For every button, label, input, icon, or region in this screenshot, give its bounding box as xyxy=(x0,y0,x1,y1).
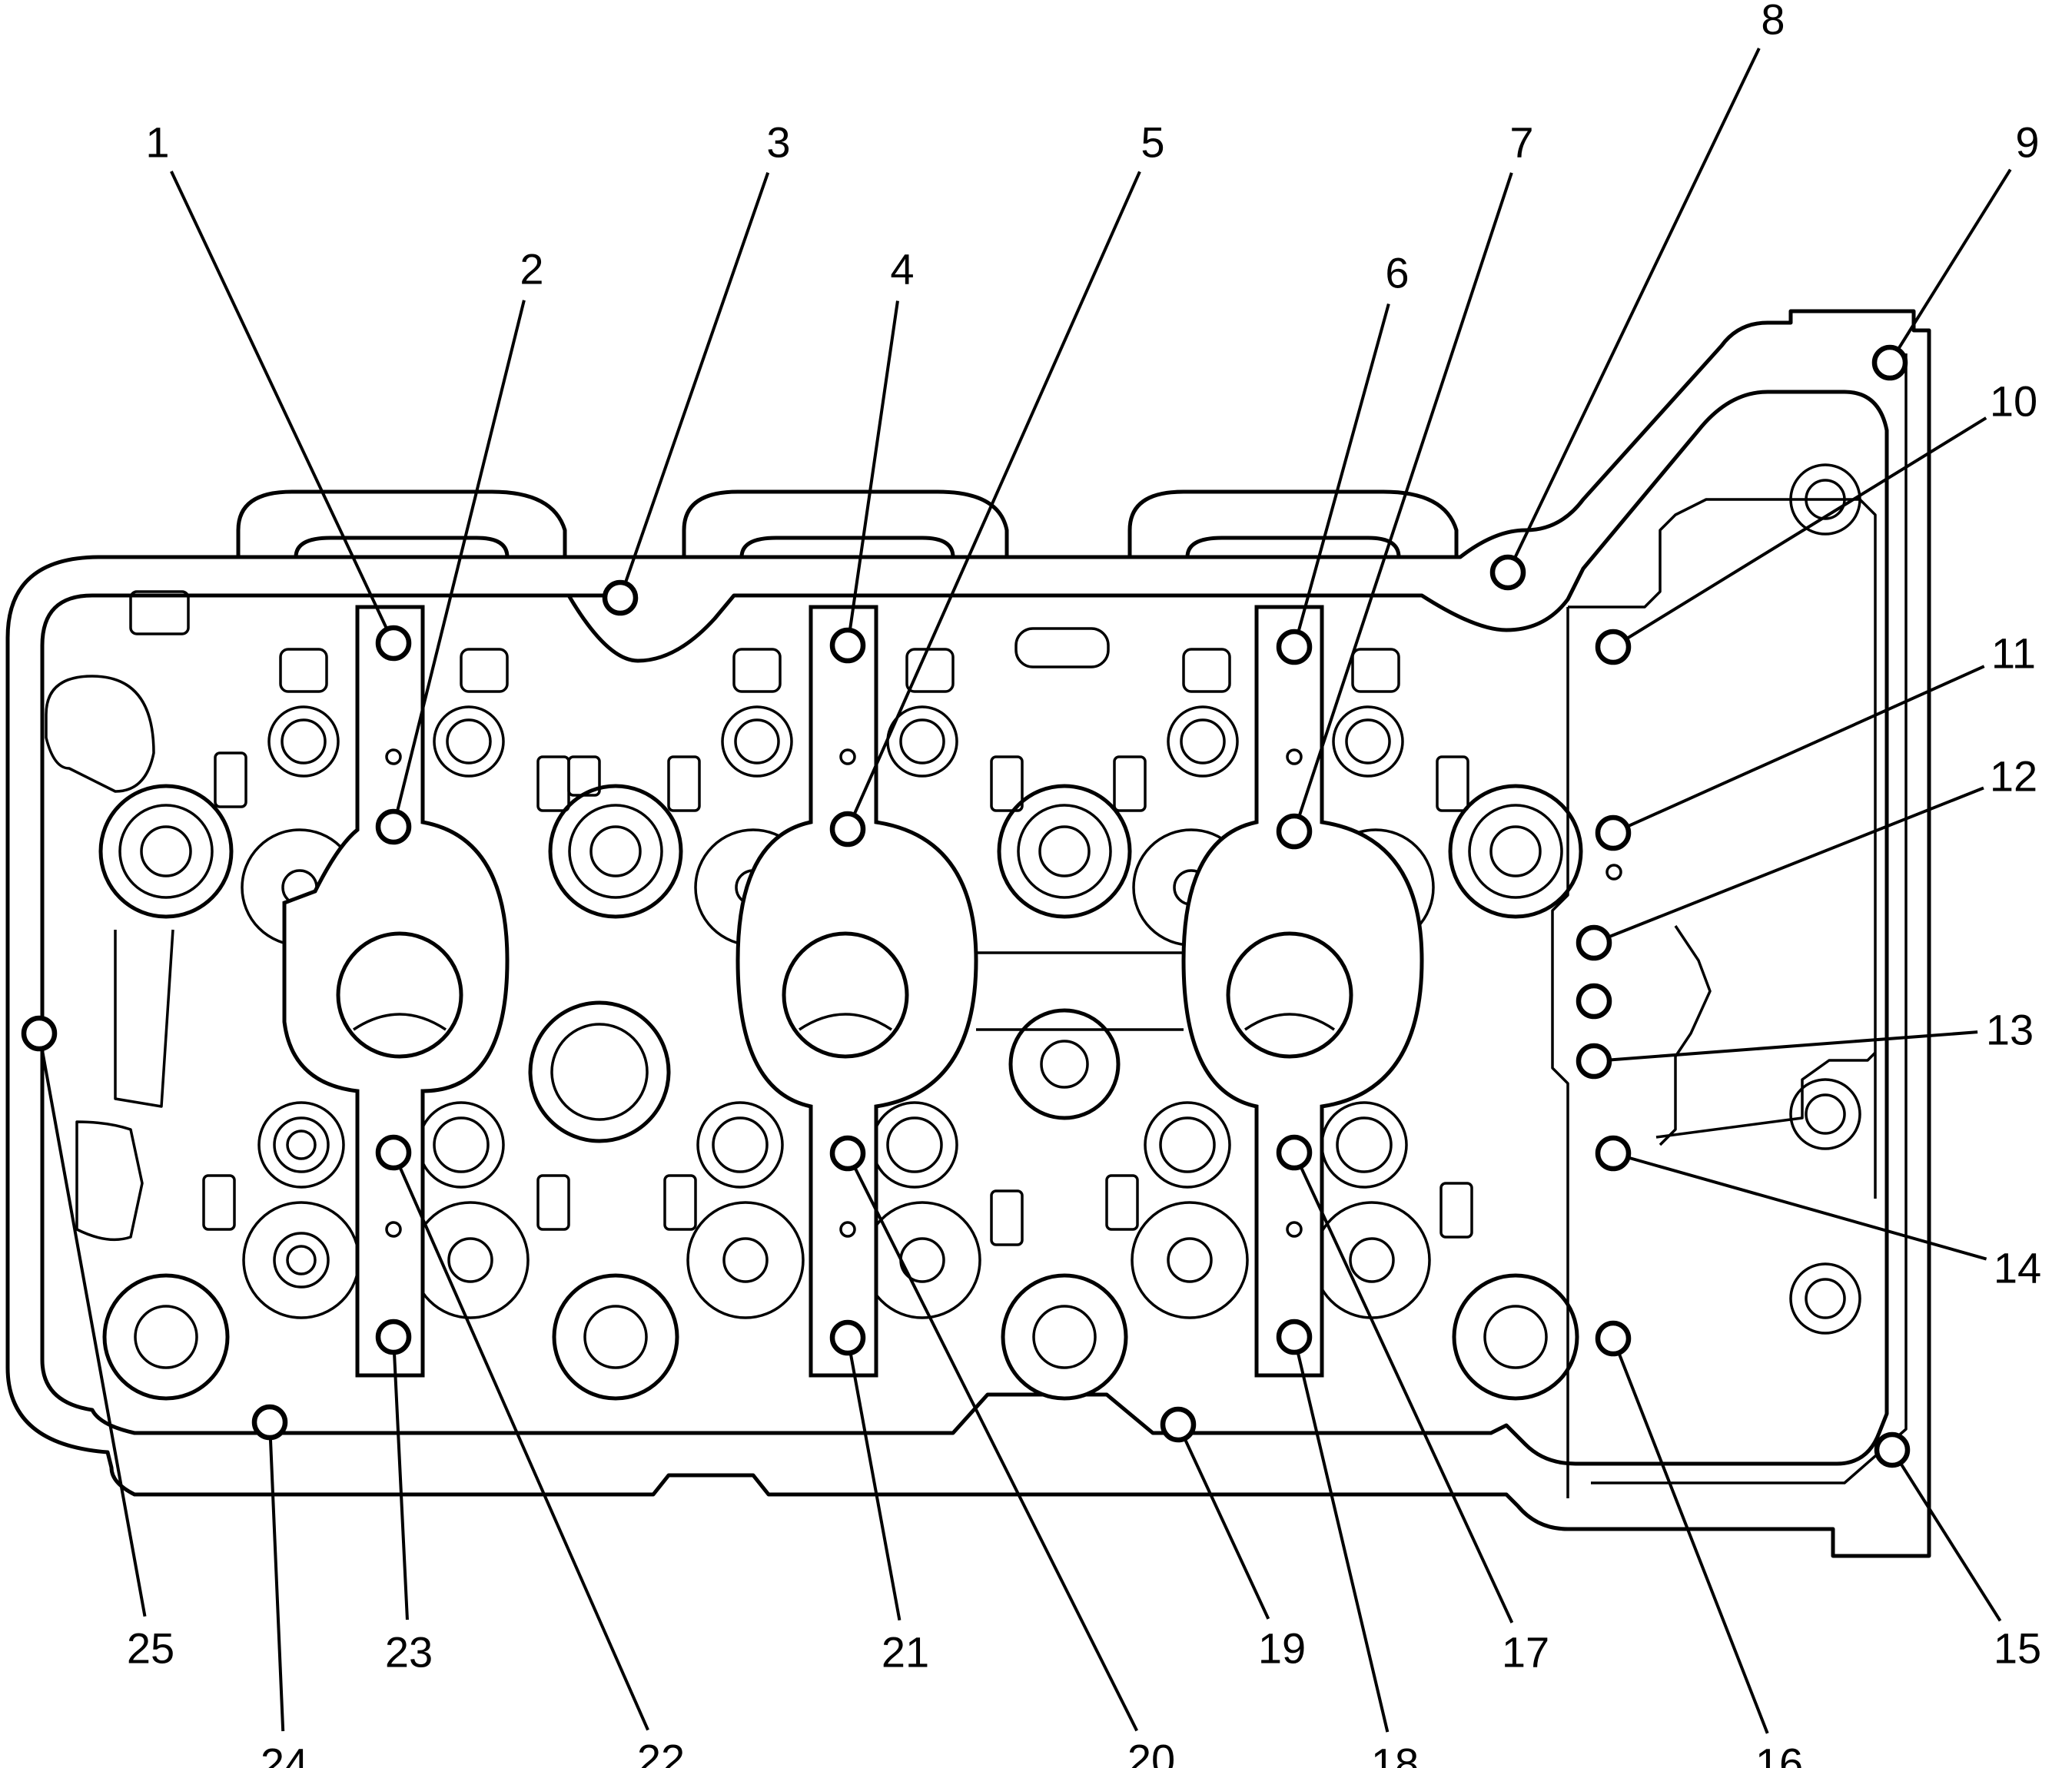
leader-lines xyxy=(40,48,2012,1734)
leader-line-18 xyxy=(1297,1352,1390,1733)
bolt-12 xyxy=(1576,924,1612,961)
bolt-8 xyxy=(1489,554,1526,591)
leader-line-15 xyxy=(1900,1463,2002,1622)
leader-line-19 xyxy=(1184,1439,1270,1620)
callout-label-25: 25 xyxy=(127,1624,174,1673)
leader-line-12 xyxy=(1609,786,1984,938)
bolt-21 xyxy=(829,1319,866,1356)
bolt-7 xyxy=(1276,813,1313,850)
callout-label-6: 6 xyxy=(1385,249,1409,297)
callout-label-4: 4 xyxy=(890,245,914,294)
leader-line-4 xyxy=(848,300,899,629)
bolt-14 xyxy=(1595,1135,1632,1172)
bolt-22 xyxy=(375,1134,412,1171)
callout-label-10: 10 xyxy=(1990,377,2037,426)
leader-line-14 xyxy=(1629,1156,1987,1261)
bolt-16 xyxy=(1595,1320,1632,1357)
callout-label-22: 22 xyxy=(637,1736,685,1768)
callout-labels: 1234567891011121314151617181920212223242… xyxy=(127,0,2041,1768)
bolt-2 xyxy=(375,808,412,845)
callout-label-18: 18 xyxy=(1371,1740,1419,1768)
callout-label-1: 1 xyxy=(145,118,169,167)
leader-line-21 xyxy=(849,1354,902,1621)
leader-line-5 xyxy=(853,171,1141,814)
leader-line-16 xyxy=(1618,1353,1769,1734)
callout-label-3: 3 xyxy=(766,118,790,167)
leader-line-2 xyxy=(396,300,526,811)
callout-label-8: 8 xyxy=(1761,0,1785,44)
callout-label-11: 11 xyxy=(1991,629,2036,678)
bolt-15 xyxy=(1874,1431,1911,1468)
leader-line-13 xyxy=(1610,1030,1978,1062)
bolt-25 xyxy=(21,1015,58,1052)
leader-line-9 xyxy=(1897,168,2012,350)
bolt-20 xyxy=(829,1135,866,1172)
leader-line-6 xyxy=(1297,303,1390,632)
callout-label-5: 5 xyxy=(1141,118,1164,167)
bolt-markers xyxy=(21,344,1911,1468)
leader-line-25 xyxy=(40,1050,147,1617)
bolt-10 xyxy=(1595,629,1632,665)
callout-label-23: 23 xyxy=(385,1628,433,1677)
callout-label-9: 9 xyxy=(2015,118,2039,167)
bolt-5 xyxy=(829,811,866,848)
leader-line-1 xyxy=(170,171,388,629)
bolt-18 xyxy=(1276,1319,1313,1355)
callout-label-2: 2 xyxy=(520,245,543,294)
bolt-13 xyxy=(1576,1043,1612,1080)
callout-label-20: 20 xyxy=(1127,1736,1175,1768)
leader-line-11 xyxy=(1628,665,1985,828)
bolt-19 xyxy=(1160,1406,1197,1443)
leader-line-3 xyxy=(624,172,770,582)
leader-line-23 xyxy=(393,1353,409,1620)
leader-line-24 xyxy=(268,1438,285,1732)
bolt-6 xyxy=(1276,629,1313,665)
callout-label-12: 12 xyxy=(1990,752,2037,801)
bolt-17 xyxy=(1276,1134,1313,1171)
bolt-1 xyxy=(375,625,412,662)
bolt-9 xyxy=(1871,344,1908,381)
callout-label-24: 24 xyxy=(261,1740,308,1768)
callout-label-13: 13 xyxy=(1986,1006,2034,1054)
bolt-3 xyxy=(602,579,639,616)
leader-line-22 xyxy=(399,1167,649,1731)
callout-label-15: 15 xyxy=(1994,1624,2041,1673)
bolt-23 xyxy=(375,1319,412,1355)
bolt-4 xyxy=(829,627,866,664)
leader-line-8 xyxy=(1513,48,1761,559)
leader-line-17 xyxy=(1300,1167,1514,1624)
cylinder-head-casting xyxy=(5,309,1931,1558)
bolt-unlabeled-1 xyxy=(1576,983,1612,1020)
callout-label-7: 7 xyxy=(1509,118,1533,167)
callout-label-17: 17 xyxy=(1502,1628,1549,1677)
leader-line-10 xyxy=(1626,416,1987,640)
callout-label-21: 21 xyxy=(882,1628,929,1677)
leader-line-7 xyxy=(1297,172,1513,816)
callout-label-14: 14 xyxy=(1994,1244,2041,1292)
bolt-11 xyxy=(1595,814,1632,851)
callout-label-19: 19 xyxy=(1258,1624,1306,1673)
callout-label-16: 16 xyxy=(1755,1740,1803,1768)
bolt-24 xyxy=(251,1404,288,1441)
leader-line-20 xyxy=(854,1167,1138,1732)
